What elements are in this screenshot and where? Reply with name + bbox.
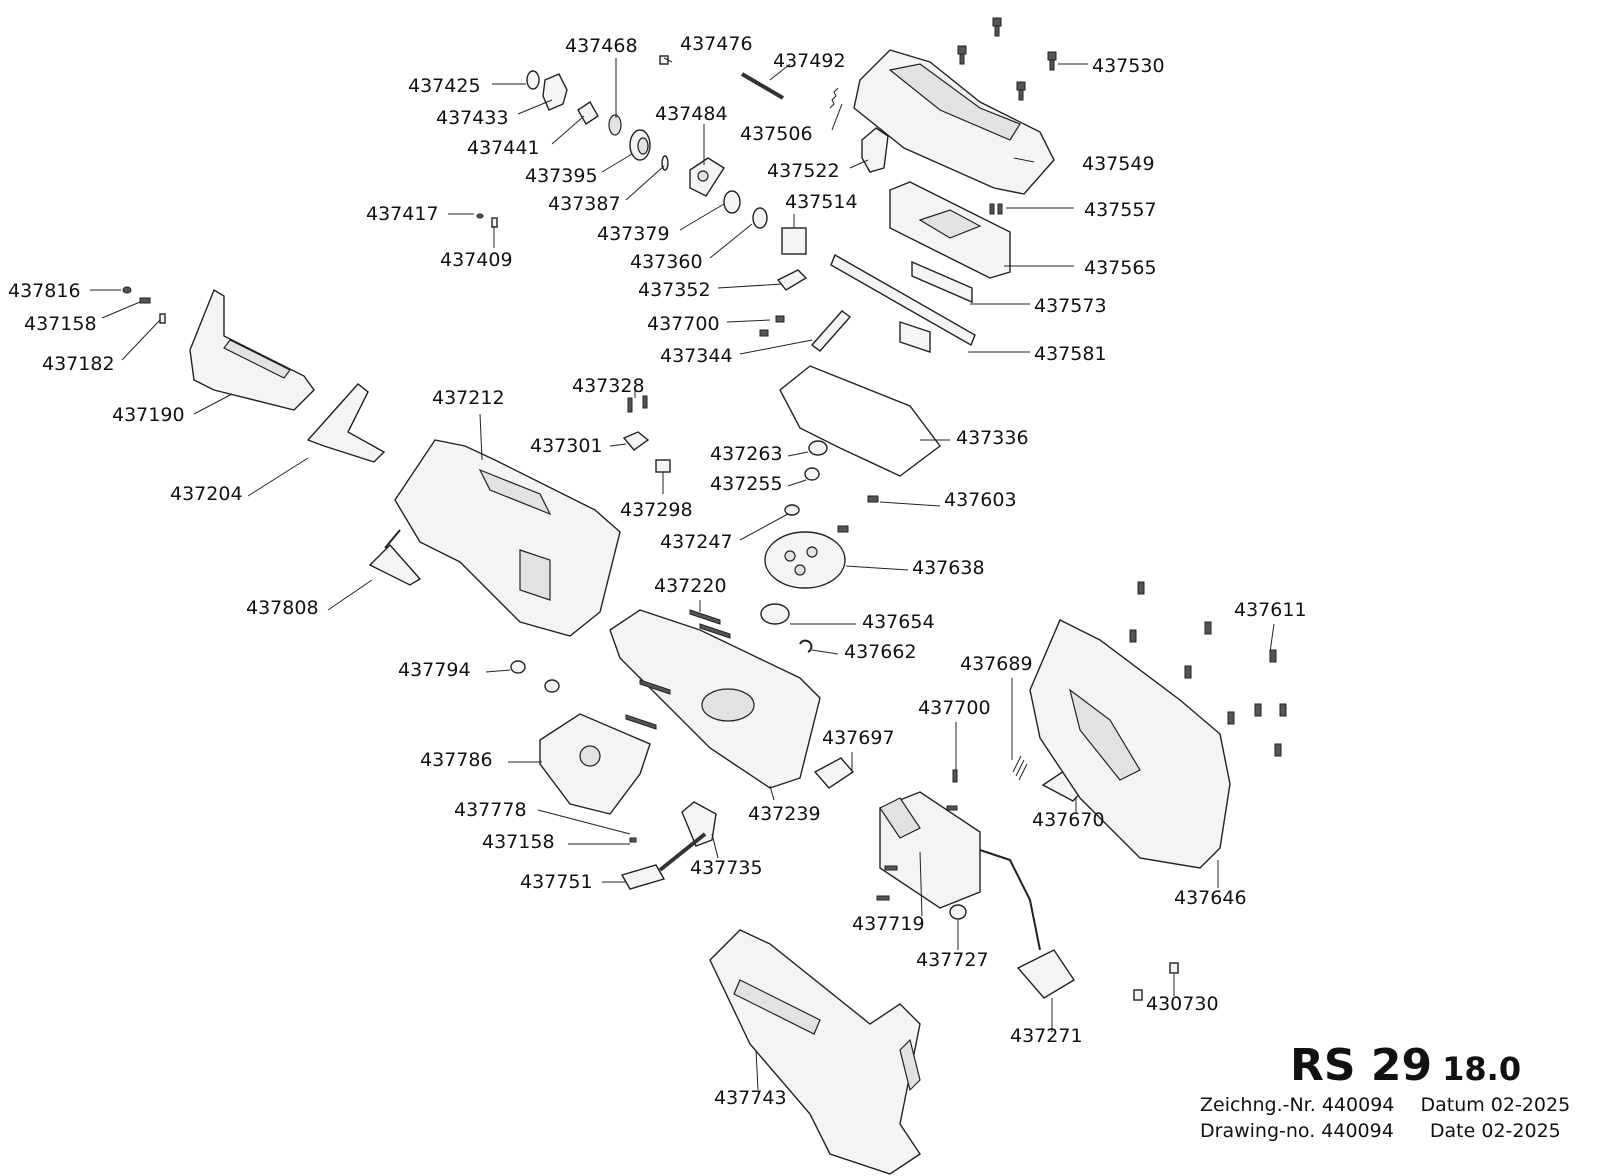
part-label: 437409 xyxy=(440,249,513,271)
part-label: 437670 xyxy=(1032,809,1105,831)
part-shapes-shoe xyxy=(122,286,386,463)
part-label: 437581 xyxy=(1034,343,1107,365)
date-label-en: Date xyxy=(1429,1120,1476,1142)
part-shapes-handle xyxy=(709,929,921,1175)
part-label: 437220 xyxy=(654,575,727,597)
part-label: 437468 xyxy=(565,35,638,57)
model-name: RS 29 xyxy=(1290,1040,1433,1091)
date-label-de: Datum xyxy=(1420,1094,1485,1116)
part-label: 437301 xyxy=(530,435,603,457)
date-value-de: 02-2025 xyxy=(1490,1094,1571,1116)
part-label: 437182 xyxy=(42,353,115,375)
drawing-number-de: 440094 xyxy=(1321,1094,1395,1116)
drawing-info-de: Zeichng.-Nr. 440094 Datum 02-2025 xyxy=(1200,1094,1570,1116)
part-label: 437476 xyxy=(680,33,753,55)
part-label: 437522 xyxy=(767,160,840,182)
part-shapes-motor xyxy=(876,768,1179,1001)
part-labels: 437468 437476 437492 437530 437425 43743… xyxy=(8,33,1307,1109)
part-label: 437298 xyxy=(620,499,693,521)
part-shapes-main-housing xyxy=(609,609,821,789)
part-label: 437387 xyxy=(548,193,621,215)
part-label: 437271 xyxy=(1010,1025,1083,1047)
part-label: 437549 xyxy=(1082,153,1155,175)
part-shapes-lower-left xyxy=(510,660,1028,890)
part-label: 430730 xyxy=(1146,993,1219,1015)
drawing-number-en: 440094 xyxy=(1321,1120,1394,1142)
part-label: 437700 xyxy=(647,313,720,335)
part-label: 437204 xyxy=(170,483,243,505)
part-label: 437158 xyxy=(482,831,555,853)
part-label: 437646 xyxy=(1174,887,1247,909)
part-label: 437697 xyxy=(822,727,895,749)
part-label: 437778 xyxy=(454,799,527,821)
part-shapes-gearbox xyxy=(759,17,1057,353)
date-value-en: 02-2025 xyxy=(1481,1120,1561,1142)
part-label: 437336 xyxy=(956,427,1029,449)
part-label: 437700 xyxy=(918,697,991,719)
part-label: 437654 xyxy=(862,611,935,633)
part-shapes-front-housing xyxy=(368,439,621,637)
part-label: 437247 xyxy=(660,531,733,553)
part-label: 437263 xyxy=(710,443,783,465)
part-shapes-center xyxy=(622,395,879,653)
part-label: 437360 xyxy=(630,251,703,273)
part-label: 437506 xyxy=(740,123,813,145)
part-label: 437743 xyxy=(714,1087,787,1109)
part-label: 437611 xyxy=(1234,599,1307,621)
part-label: 437395 xyxy=(525,165,598,187)
part-shapes-top xyxy=(476,55,1003,291)
part-label: 437662 xyxy=(844,641,917,663)
gasket-shape xyxy=(779,365,941,477)
part-label: 437751 xyxy=(520,871,593,893)
part-label: 437484 xyxy=(655,103,728,125)
part-label: 437441 xyxy=(467,137,540,159)
part-label: 437425 xyxy=(408,75,481,97)
drawing-label-en: Drawing-no. xyxy=(1200,1120,1316,1142)
model-variant: 18.0 xyxy=(1442,1050,1522,1088)
drawing-label-de: Zeichng.-Nr. xyxy=(1200,1094,1316,1116)
part-label: 437719 xyxy=(852,913,925,935)
part-label: 437514 xyxy=(785,191,858,213)
part-label: 437689 xyxy=(960,653,1033,675)
part-label: 437417 xyxy=(366,203,439,225)
part-label: 437239 xyxy=(748,803,821,825)
part-label: 437638 xyxy=(912,557,985,579)
leader-lines xyxy=(90,57,1275,1091)
part-label: 437727 xyxy=(916,949,989,971)
part-label: 437433 xyxy=(436,107,509,129)
part-label: 437158 xyxy=(24,313,97,335)
drawing-info-en: Drawing-no. 440094 Date 02-2025 xyxy=(1200,1120,1561,1142)
part-label: 437794 xyxy=(398,659,471,681)
part-label: 437212 xyxy=(432,387,505,409)
part-label: 437808 xyxy=(246,597,319,619)
part-label: 437344 xyxy=(660,345,733,367)
part-label: 437603 xyxy=(944,489,1017,511)
part-label: 437786 xyxy=(420,749,493,771)
part-label: 437573 xyxy=(1034,295,1107,317)
part-label: 437328 xyxy=(572,375,645,397)
part-label: 437492 xyxy=(773,50,846,72)
part-label: 437190 xyxy=(112,404,185,426)
part-label: 437735 xyxy=(690,857,763,879)
part-label: 437816 xyxy=(8,280,81,302)
part-label: 437557 xyxy=(1084,199,1157,221)
part-label: 437379 xyxy=(597,223,670,245)
part-label: 437530 xyxy=(1092,55,1165,77)
part-label: 437255 xyxy=(710,473,783,495)
part-label: 437352 xyxy=(638,279,711,301)
part-label: 437565 xyxy=(1084,257,1157,279)
part-shapes-housing-half xyxy=(1029,581,1287,869)
